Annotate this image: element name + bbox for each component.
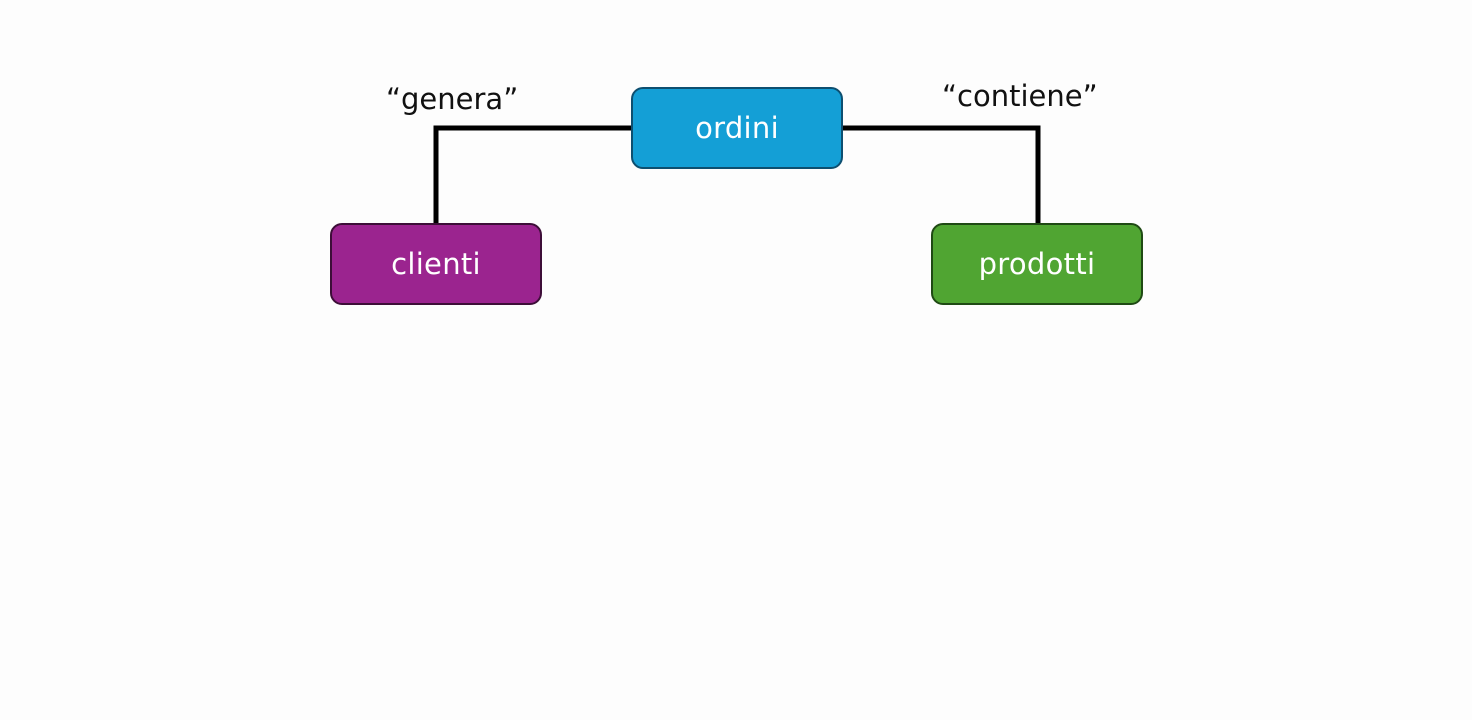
edge-ordini-prodotti [843,125,1041,223]
edge-label-genera: “genera” [386,82,519,116]
edge-ordini-clienti [433,125,631,223]
edge-label-contiene: “contiene” [942,79,1098,113]
node-ordini[interactable]: ordini [631,87,843,169]
node-prodotti[interactable]: prodotti [931,223,1143,305]
node-clienti-label: clienti [391,247,481,281]
node-prodotti-label: prodotti [978,247,1096,281]
node-ordini-label: ordini [695,111,779,145]
node-clienti[interactable]: clienti [330,223,542,305]
